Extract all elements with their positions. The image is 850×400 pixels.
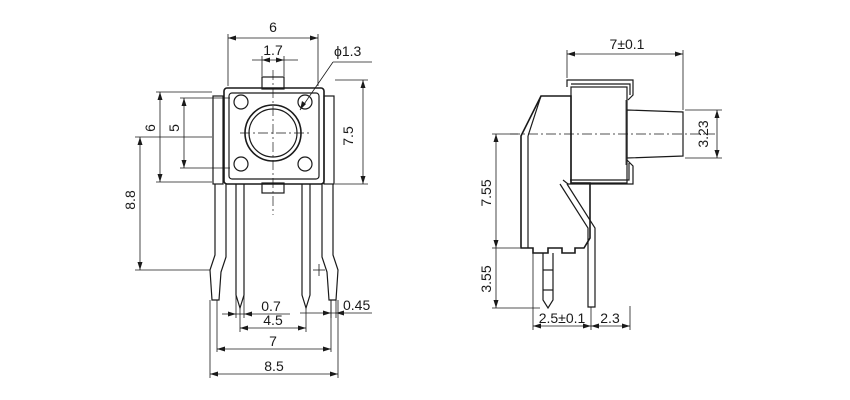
arrowhead — [244, 311, 252, 317]
dim-front-height-6: 6 — [142, 124, 158, 132]
arrowhead — [622, 323, 630, 329]
arrowhead — [360, 80, 366, 88]
right-bracket — [323, 95, 335, 185]
arrowhead — [228, 311, 236, 317]
dim-front-height-8-8: 8.8 — [122, 190, 138, 210]
arrowhead — [493, 134, 499, 142]
right-inner-pin — [301, 184, 311, 311]
arrowhead — [591, 323, 599, 329]
leader-line — [299, 61, 334, 111]
arrowhead — [157, 92, 163, 100]
arrowhead — [137, 262, 143, 270]
arrowhead — [533, 323, 541, 329]
side-housing — [520, 95, 591, 254]
arrowhead — [323, 346, 331, 352]
arrowhead — [181, 160, 187, 168]
side-housing-chamfer — [527, 95, 542, 137]
arrowhead — [493, 300, 499, 308]
side-button-block — [570, 86, 628, 184]
arrowhead — [330, 371, 338, 377]
left-inner-pin — [235, 184, 245, 311]
side-bent-pin — [559, 183, 596, 308]
frame-bottom-outer — [562, 159, 634, 185]
arrowhead — [298, 325, 306, 331]
switch-body — [223, 87, 325, 185]
corner-hole-bl — [233, 156, 249, 172]
arrowhead — [567, 51, 575, 57]
right-outer-pin — [321, 184, 339, 301]
arrowhead — [310, 35, 318, 41]
arrowhead — [157, 174, 163, 182]
side-view: 7±0.1 3.23 7.55 3.55 2.5±0.1 2.3 — [478, 36, 722, 330]
arrowhead — [323, 310, 331, 316]
arrowhead — [675, 51, 683, 57]
dim-front-width-8-5: 8.5 — [264, 358, 284, 374]
arrowhead — [714, 150, 720, 158]
arrowhead — [217, 346, 225, 352]
arrowhead — [228, 35, 236, 41]
arrowhead — [360, 176, 366, 184]
corner-hole-br — [297, 156, 313, 172]
arrowhead — [493, 240, 499, 248]
arrowhead — [137, 137, 143, 145]
dim-front-height-5: 5 — [166, 124, 182, 132]
switch-body-inner — [228, 92, 320, 180]
dim-side-height-3-55: 3.55 — [478, 265, 494, 292]
dim-side-height-7-55: 7.55 — [478, 179, 494, 206]
arrowhead — [276, 57, 284, 63]
dim-side-actuator-3-23: 3.23 — [695, 120, 711, 147]
dim-hole-diameter: ϕ1.3 — [334, 43, 362, 59]
frame-top-inner — [571, 83, 631, 95]
side-pin — [542, 253, 554, 310]
side-actuator — [626, 109, 684, 159]
frame-bottom-inner — [570, 163, 630, 181]
frame-top-outer — [566, 79, 634, 101]
arrowhead — [336, 310, 344, 316]
dim-side-offset-2-5: 2.5±0.1 — [539, 310, 586, 326]
arrowhead — [714, 110, 720, 118]
dim-pin-pitch-4-5: 4.5 — [263, 312, 283, 328]
dim-pin-width-0-7: 0.7 — [261, 298, 281, 314]
left-bracket — [212, 95, 224, 185]
dim-front-height-7-5: 7.5 — [340, 126, 356, 146]
arrowhead — [262, 57, 270, 63]
arrowhead — [583, 323, 591, 329]
arrowhead — [210, 371, 218, 377]
arrowhead — [300, 101, 306, 110]
dim-front-width-7: 7 — [269, 333, 277, 349]
left-outer-pin — [209, 184, 227, 301]
front-view: 6 1.7 ϕ1.3 6 5 7.5 — [122, 19, 372, 378]
dim-front-width-1-7: 1.7 — [263, 42, 283, 58]
arrowhead — [181, 98, 187, 106]
dim-pin-width-0-45: 0.45 — [343, 297, 370, 313]
corner-hole-tl — [233, 94, 249, 110]
corner-hole-tr — [297, 94, 313, 110]
arrowhead — [240, 325, 248, 331]
dim-front-width-6: 6 — [269, 19, 277, 35]
dim-side-depth-7: 7±0.1 — [610, 36, 645, 52]
dim-side-offset-2-3: 2.3 — [600, 310, 620, 326]
